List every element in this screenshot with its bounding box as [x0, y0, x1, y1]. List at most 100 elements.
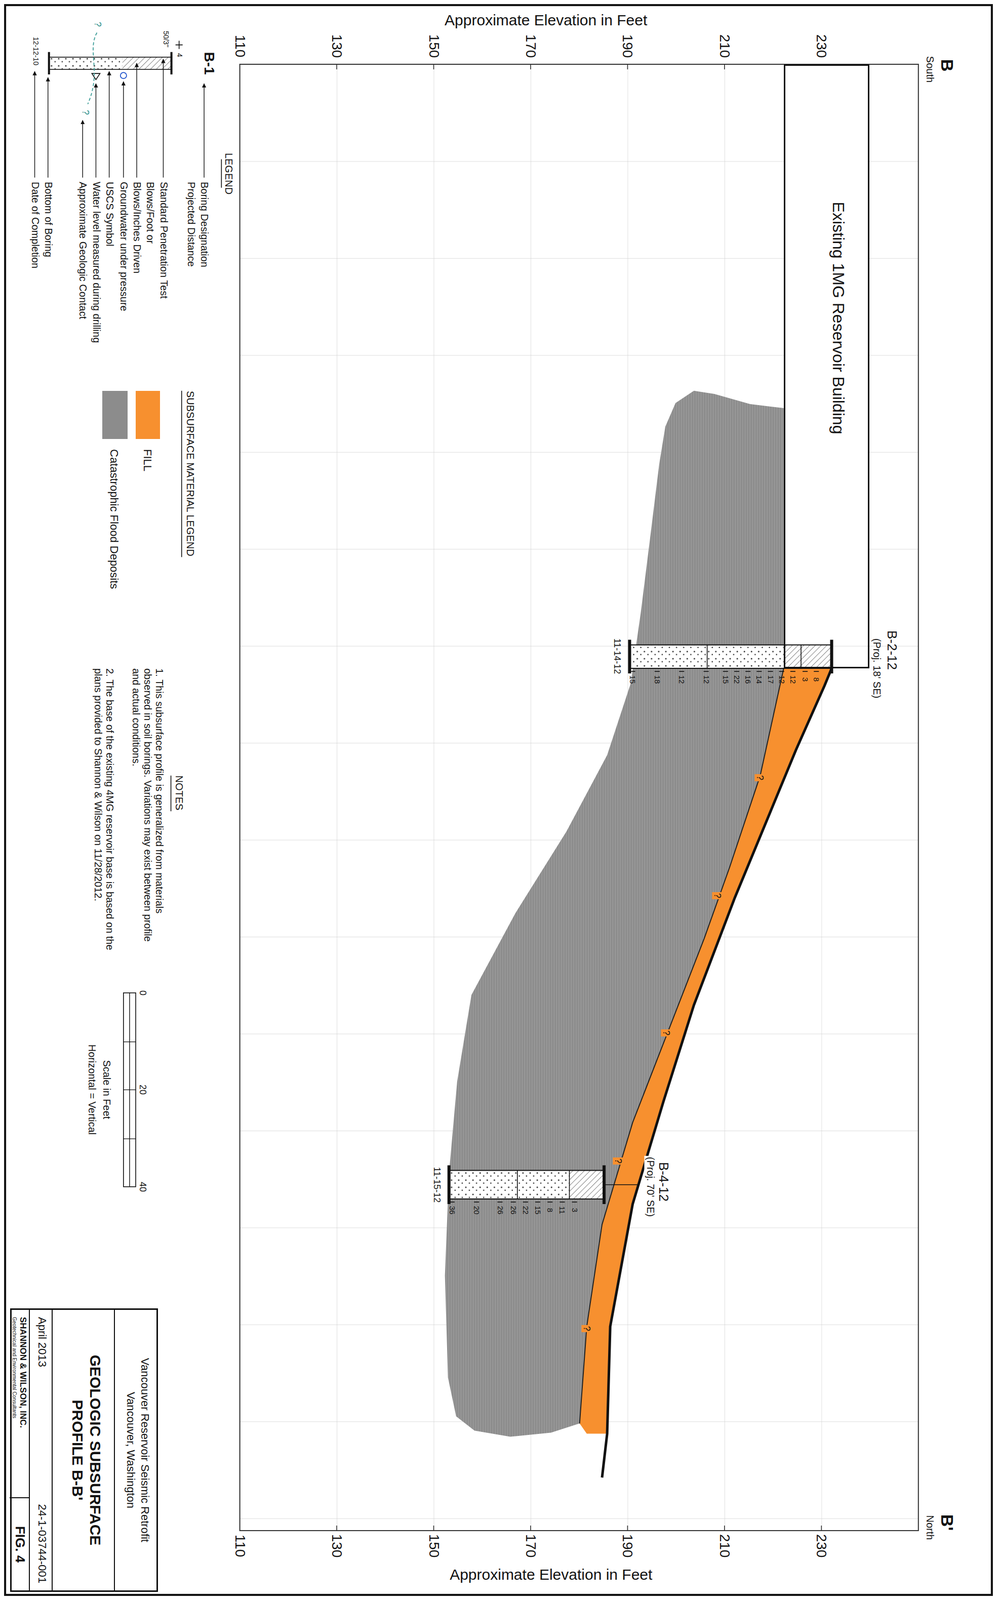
drawing-label: 8	[812, 677, 821, 682]
drawing-label: ?	[581, 1325, 592, 1333]
drawing-label: ?	[661, 1028, 672, 1036]
node-text: 24-1-03744-001	[35, 1503, 49, 1584]
spt-tick	[779, 670, 785, 672]
spt-tick	[523, 1201, 529, 1203]
drawing-label: 2. The base of the existing 4MG reservoi…	[92, 668, 116, 952]
legend-leaders	[34, 59, 205, 178]
reservoir-building: Existing 1MG Reservoir Building	[783, 64, 870, 669]
legend-text: Projected Distance	[185, 181, 197, 267]
axis-ticks	[336, 64, 822, 1531]
drawing-label: South	[923, 56, 936, 83]
drawing-label: 110	[231, 34, 249, 58]
drawing-label: 12	[701, 675, 711, 685]
legend-text: Blows/Foot or	[144, 181, 156, 244]
drawing-label: 11-15-12	[431, 1166, 443, 1203]
drawing-label: 230	[813, 33, 830, 58]
drawing-label: (Proj. 18' SE)	[870, 638, 883, 699]
drawing-label: 230	[813, 1534, 830, 1558]
title-divider	[51, 1309, 53, 1591]
drawing-label: NOTES	[172, 775, 185, 811]
drawing-label: 170	[522, 1534, 539, 1558]
drawing-label: SUBSURFACE MATERIAL LEGEND	[184, 390, 196, 557]
legend-text: Water level measured during drilling	[90, 181, 103, 343]
legend-text: USCS Symbol	[103, 181, 116, 247]
spt-tick	[756, 670, 762, 672]
node-text: Vancouver Reservoir Seismic Retrofit	[138, 1309, 152, 1591]
drawing-label: 14	[754, 675, 764, 685]
boring-b-4-12	[449, 1165, 639, 1205]
drawing-label: 8	[545, 1208, 555, 1213]
spt-tick	[678, 670, 685, 672]
legend-text: Approximate Geologic Contact	[76, 181, 89, 319]
drawing-label: B-1	[201, 51, 218, 75]
drawing-label: 26	[495, 1206, 505, 1215]
node-text: GEOLOGIC SUBSURFACE PROFILE B-B'	[68, 1338, 104, 1562]
spt-tick	[547, 1201, 553, 1203]
title-block: Vancouver Reservoir Seismic RetrofitVanc…	[10, 1308, 158, 1592]
drawing-label: ?	[754, 774, 766, 782]
drawing-label: LEGEND	[222, 152, 235, 194]
spt-tick	[723, 670, 729, 672]
legend-text: Blows/Inches Driven	[131, 181, 143, 274]
drawing-label: ?	[80, 109, 92, 115]
spt-tick	[497, 1201, 503, 1203]
spt-tick	[745, 670, 751, 672]
node-text: Vancouver, Washington	[124, 1309, 138, 1591]
drawing-label: 12	[788, 675, 797, 685]
title-divider	[28, 1309, 30, 1591]
drawing-label: 210	[716, 1534, 733, 1558]
ground-surface	[602, 668, 832, 1478]
drawing-label: ?	[92, 21, 104, 27]
title-divider	[9, 1497, 30, 1499]
drawing-label: 130	[328, 1534, 345, 1558]
drawing-label: 16	[743, 675, 753, 685]
node-text: SHANNON & WILSON, INC.	[18, 1316, 29, 1428]
spt-tick	[790, 670, 796, 672]
legend-text: Bottom of Boring	[42, 181, 55, 258]
drawing-label: Scale in Feet	[100, 1060, 112, 1120]
drawing-label: 15	[628, 675, 637, 685]
drawing-label: 0	[137, 990, 149, 996]
underlines	[171, 158, 222, 812]
spt-tick	[510, 1201, 516, 1203]
drawing-label: 17	[766, 675, 775, 685]
drawing-label: Horizontal = Vertical	[86, 1044, 98, 1135]
drawing-label: 11-14-12	[612, 637, 623, 674]
drawing-label: 20	[137, 1084, 149, 1095]
drawing-label: 22	[521, 1206, 530, 1215]
legend-text: Date of Completion	[29, 181, 42, 269]
drawing-label: 130	[328, 33, 345, 58]
building-interior	[783, 64, 870, 646]
drawing-label: 3	[570, 1208, 579, 1213]
fill-layer	[579, 668, 832, 1434]
drawing-label: North	[923, 1514, 936, 1540]
drawing-label: 150	[425, 1534, 442, 1558]
drawing-label: 50/3"	[162, 30, 171, 47]
drawing-label: 3	[800, 677, 810, 682]
spt-tick	[813, 670, 819, 672]
spt-tick	[572, 1201, 578, 1203]
spt-tick	[535, 1201, 541, 1203]
drawing-label: ?	[711, 892, 723, 900]
spt-tick	[629, 670, 635, 672]
legend-swatch	[102, 390, 128, 439]
drawing-label: 11	[557, 1206, 567, 1215]
drawing-label: 15	[721, 675, 730, 685]
drawing-label: B-4-12	[655, 1162, 671, 1202]
drawing-label: 12	[677, 675, 687, 685]
drawing-label: 12	[777, 675, 786, 685]
drawing-label: B'	[937, 1514, 957, 1532]
sheet-border	[5, 5, 992, 1595]
plot-frame	[240, 64, 919, 1531]
drawing-label: 4	[175, 53, 184, 58]
node-text: FIG. 4	[12, 1498, 28, 1591]
drawing-label: 170	[522, 33, 539, 58]
spt-tick	[559, 1201, 565, 1203]
drawing-label: 210	[716, 33, 733, 58]
drawing-label: Approximate Elevation in Feet	[449, 1565, 653, 1584]
spt-tick	[473, 1201, 479, 1203]
drawing-label: ?	[613, 1157, 624, 1165]
legend-swatch	[135, 390, 161, 439]
spt-tick	[802, 670, 808, 672]
